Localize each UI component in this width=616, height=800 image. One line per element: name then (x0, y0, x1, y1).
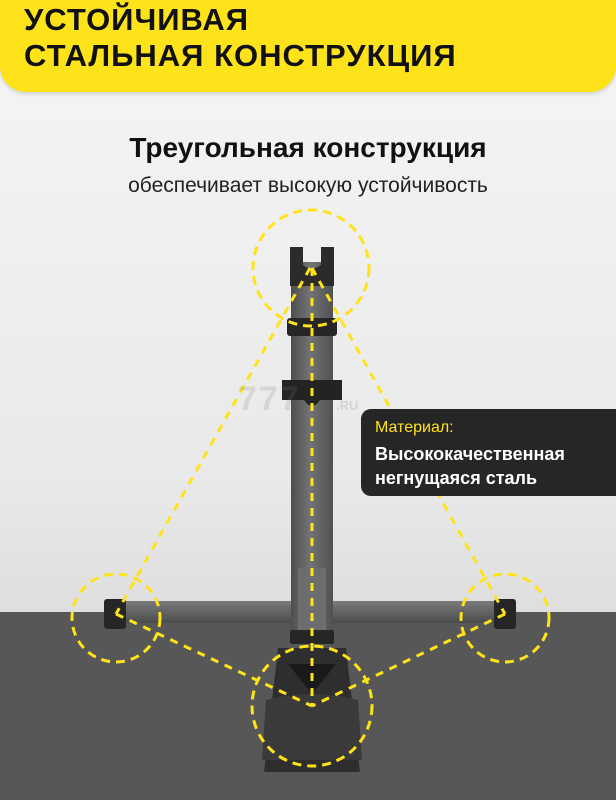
banner-title-line-2: стальная конструкция (24, 38, 457, 73)
section-heading: Треугольная конструкция (129, 132, 487, 163)
material-callout: Материал: Высококачественная негнущаяся … (361, 409, 616, 496)
triangle-edge-bottom-left (115, 612, 313, 708)
watermark-suffix: .RU (336, 398, 359, 413)
triangle-edge-bottom-right (311, 612, 506, 708)
rear-foot (290, 630, 334, 644)
highlight-circle-right (459, 572, 551, 664)
section-subheading: обеспечивает высокую устойчивость (128, 174, 488, 197)
material-label: Материал: (375, 419, 454, 436)
highlight-circle-top (251, 208, 371, 328)
watermark: 777 (238, 380, 301, 418)
top-fork (290, 247, 334, 286)
banner-title-line-1: Устойчивая (24, 2, 250, 37)
left-end-cap (104, 599, 126, 629)
highlight-circle-left (70, 572, 162, 664)
title-banner: Устойчивая стальная конструкция (0, 0, 616, 92)
wheel-holder-base (262, 694, 362, 760)
material-description: Высококачественная негнущаяся сталь (375, 444, 565, 488)
highlight-circle-bottom (250, 644, 374, 768)
upper-collar (287, 318, 337, 336)
triangle-edge-left (114, 267, 312, 615)
